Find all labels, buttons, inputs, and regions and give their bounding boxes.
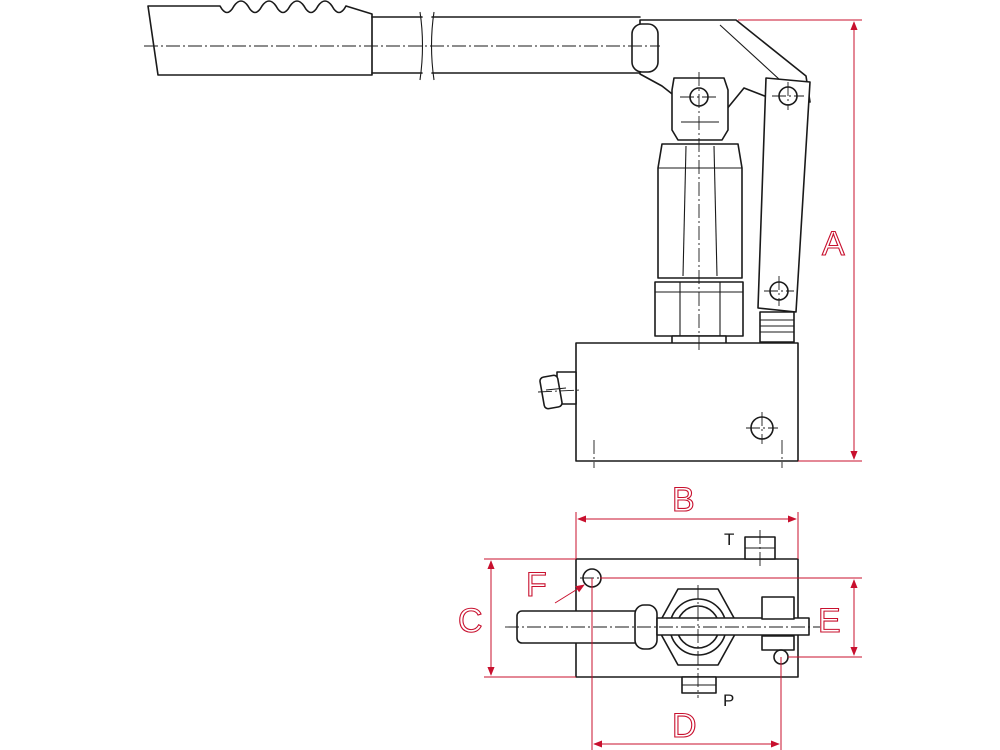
dimension-label-e: E [818,602,841,640]
top-view-link [761,596,795,665]
dimension-label-d: D [672,707,697,745]
tank-port-fitting: T [724,530,776,560]
pump-block [575,342,799,462]
link-bar [757,77,811,343]
handle-grip [147,0,373,76]
port-label-p: P [723,691,734,710]
dimension-b: B [575,480,799,559]
dimension-e: E [600,577,862,658]
hex-nut [654,281,744,345]
dimension-label-c: C [458,602,483,640]
side-view-centerlines [144,45,804,468]
dimension-d: D [591,578,782,750]
handle-tube [371,11,641,81]
dimension-f: F [525,565,585,605]
piston-joint [671,77,729,141]
dimension-label-b: B [672,481,695,519]
top-view-handle [516,604,810,650]
hex-cylinder-body [657,143,743,279]
pressure-port-fitting: P [681,676,734,710]
port-label-t: T [724,530,734,549]
dimension-label-a: A [822,225,845,263]
side-view: A [144,0,862,468]
dimension-a: A [738,19,862,462]
dimension-c: C [457,558,576,678]
side-screw [539,371,577,410]
dimension-label-f: F [526,566,547,604]
top-view: T P [457,480,862,750]
